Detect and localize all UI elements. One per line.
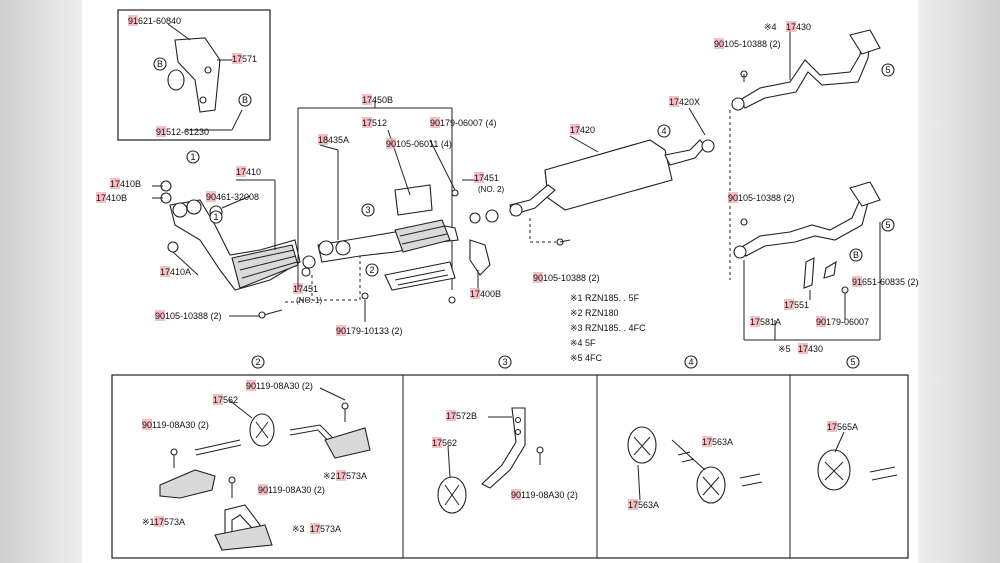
label-17573a-3: 17573A <box>310 524 341 534</box>
label-90105-10388-mid: 90105-10388 (2) <box>533 273 600 283</box>
inset-bracket-1: B B 91621-60840 17571 91512-61230 1 <box>117 9 271 164</box>
b-marker-3: B <box>853 250 859 260</box>
label-90461-32008: 90461-32008 <box>206 192 259 202</box>
label-17451-no2-note: (NO. 2) <box>478 185 505 194</box>
center-pipe-17450b: 17450B 17512 90179-06007 (4) 18435A 9010… <box>297 94 505 336</box>
label-17420: 17420 <box>570 125 595 135</box>
label-17430-top-prefix: ※4 <box>764 22 777 32</box>
label-17581a: 17581A <box>750 317 781 327</box>
circle-ref-1b: 1 <box>213 212 218 222</box>
circle-ref-3: 3 <box>365 205 370 215</box>
note-1: ※1 RZN185. . 5F <box>570 293 640 303</box>
circle-ref-5a: 5 <box>885 65 890 75</box>
label-91621-60840: 91621-60840 <box>128 16 181 26</box>
b-marker-2: B <box>242 95 248 105</box>
label-17410b-b: 17410B <box>96 193 127 203</box>
panel-3: 17572B 17562 90119-08A30 (2) <box>432 407 578 514</box>
panel-2: 17562 90119-08A30 (2) 90119-08A30 (2) 90… <box>142 380 371 551</box>
label-17410: 17410 <box>236 167 261 177</box>
label-17571: 17571 <box>232 54 257 64</box>
label-90179-06007-4: 90179-06007 (4) <box>430 118 497 128</box>
circle-ref-1: 1 <box>190 152 195 162</box>
label-17450b: 17450B <box>362 95 393 105</box>
front-pipe-17410: 17410B 17410B 17410 90461-32008 1 17410A… <box>96 166 361 321</box>
muffler-17420: 17420 90105-10388 (2) 4 17420X <box>509 96 715 283</box>
b-marker-1: B <box>157 59 163 69</box>
tail-pipe-5f: 5 ※4 17430 90105-10388 (2) <box>714 21 895 280</box>
label-17400b: 17400B <box>470 289 501 299</box>
panel-number-3: 3 <box>502 357 507 367</box>
panel-4: 17563A 17563A <box>627 426 763 510</box>
label-90119-mid-p2: 90119-08A30 (2) <box>258 485 325 495</box>
label-17451-no1-note: (NO. 1) <box>296 296 323 305</box>
model-notes: ※1 RZN185. . 5F ※2 RZN180 ※3 RZN185. . 4… <box>570 293 646 363</box>
label-17573a-2: 17573A <box>336 471 367 481</box>
label-17430-bot-prefix: ※5 <box>778 344 791 354</box>
label-90105-10388-left: 90105-10388 (2) <box>155 311 222 321</box>
circle-ref-5b: 5 <box>885 220 890 230</box>
label-90105-10388-tr: 90105-10388 (2) <box>714 39 781 49</box>
label-17430-bot: 17430 <box>798 344 823 354</box>
label-17410a: 17410A <box>160 267 191 277</box>
note-5: ※5 4FC <box>570 353 603 363</box>
label-17430-top: 17430 <box>786 22 811 32</box>
label-17563a-bot: 17563A <box>628 500 659 510</box>
panel-number-2: 2 <box>255 357 260 367</box>
panel-headers: 2 3 4 5 <box>251 355 860 369</box>
label-17451-no2: 17451 <box>474 173 499 183</box>
label-91651-60835: 91651-60835 (2) <box>852 277 919 287</box>
label-17512: 17512 <box>362 118 387 128</box>
tail-pipe-4fc: 5 B 90105-10388 (2) 91651-60835 (2) 1755… <box>728 181 919 354</box>
label-91512-61230: 91512-61230 <box>156 127 209 137</box>
panel-5: 17565A <box>817 421 898 491</box>
label-17573a-2-prefix: ※2 <box>323 471 336 481</box>
note-3: ※3 RZN185. . 4FC <box>570 323 646 333</box>
label-17573a-1: 17573A <box>154 517 185 527</box>
label-90179-10133: 90179-10133 (2) <box>336 326 403 336</box>
circle-ref-2: 2 <box>369 265 374 275</box>
label-17573a-3-prefix: ※3 <box>292 524 305 534</box>
label-90119-p3: 90119-08A30 (2) <box>511 490 578 500</box>
label-90119-top-p2: 90119-08A30 (2) <box>246 381 313 391</box>
label-18435a: 18435A <box>318 135 349 145</box>
note-2: ※2 RZN180 <box>570 308 619 318</box>
label-17551: 17551 <box>784 300 809 310</box>
label-17562-p2: 17562 <box>213 395 238 405</box>
right-blur-margin <box>918 0 1000 563</box>
label-90105-06011: 90105-06011 (4) <box>386 139 452 149</box>
label-90119-left-p2: 90119-08A30 (2) <box>142 420 209 430</box>
panel-number-5: 5 <box>850 357 855 367</box>
label-90179-06007-r: 90179-06007 <box>816 317 869 327</box>
panel-number-4: 4 <box>688 357 693 367</box>
circle-ref-4: 4 <box>661 126 666 136</box>
label-17565a: 17565A <box>827 422 858 432</box>
label-90105-10388-r2: 90105-10388 (2) <box>728 193 795 203</box>
label-17420x: 17420X <box>669 97 700 107</box>
note-4: ※4 5F <box>570 338 596 348</box>
label-17410b-a: 17410B <box>110 179 141 189</box>
label-17451-no1: 17451 <box>293 284 318 294</box>
label-17563a-top: 17563A <box>702 437 733 447</box>
label-17573a-1-prefix: ※1 <box>142 517 155 527</box>
left-blur-margin <box>0 0 82 563</box>
label-17572b: 17572B <box>446 411 477 421</box>
label-17562-p3: 17562 <box>432 438 457 448</box>
bottom-panels-frame <box>111 374 909 559</box>
